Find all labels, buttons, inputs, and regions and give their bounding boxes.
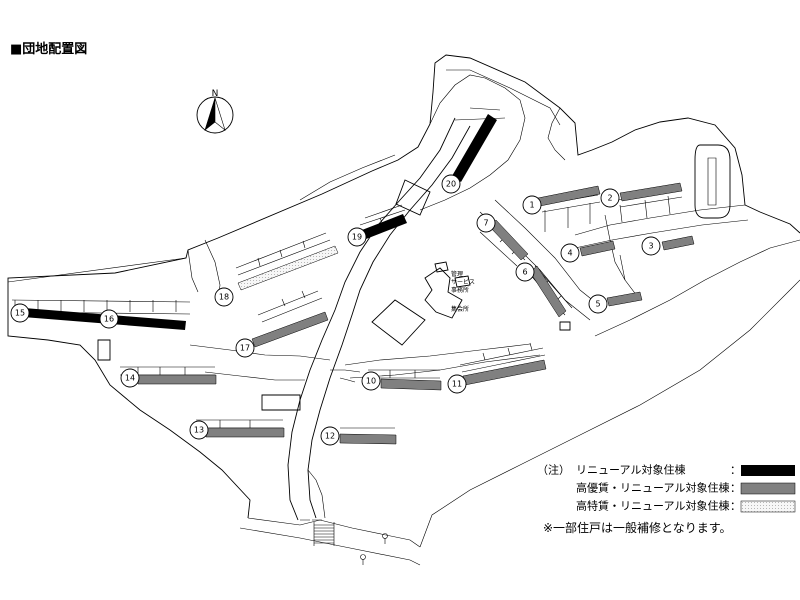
building-label-4: 4 [560, 243, 580, 263]
building-label-19: 19 [347, 227, 367, 247]
legend-heading: （注） [537, 463, 570, 477]
building-bar-10 [380, 378, 442, 391]
svg-text:15: 15 [15, 309, 25, 318]
svg-text:18: 18 [219, 293, 229, 302]
building-bars [23, 114, 695, 445]
site-boundary [7, 54, 800, 566]
svg-text:20: 20 [446, 180, 456, 189]
legend-label-special: 高特賃・リニューアル対象住棟 [576, 499, 729, 513]
building-label-15: 15 [10, 303, 30, 323]
svg-text:3: 3 [648, 242, 653, 251]
legend: （注） リニューアル対象住棟 ： 高優賃・リニューアル対象住棟 ： 高特賃・リニ… [537, 463, 796, 535]
building-bar-1 [537, 185, 601, 207]
building-bar-3 [661, 235, 695, 251]
svg-text:7: 7 [483, 219, 488, 228]
building-label-2: 2 [600, 188, 620, 208]
roads [189, 117, 749, 521]
legend-note: ※一部住戸は一般補修となります。 [543, 520, 732, 535]
building-label-11: 11 [447, 374, 467, 394]
central-structures [97, 179, 571, 411]
building-bar-5 [606, 291, 643, 307]
trees [360, 533, 388, 565]
building-label-10: 10 [361, 371, 381, 391]
svg-text:5: 5 [595, 300, 600, 309]
building-label-3: 3 [641, 236, 661, 256]
svg-text:17: 17 [240, 344, 250, 353]
svg-text:1: 1 [529, 201, 534, 210]
svg-text:4: 4 [567, 249, 572, 258]
management-office-label-2: サービス [451, 278, 475, 286]
legend-swatch-high-quality [740, 482, 796, 495]
building-label-16: 16 [99, 309, 119, 329]
svg-text:10: 10 [366, 377, 376, 386]
building-label-13: 13 [189, 420, 209, 440]
building-label-1: 1 [522, 195, 542, 215]
building-label-7: 7 [476, 213, 496, 233]
building-bar-2 [619, 182, 683, 202]
building-label-17: 17 [235, 338, 255, 358]
building-labels: 1 2 3 4 5 6 7 10 11 12 13 14 15 16 17 18… [10, 174, 661, 446]
building-bar-20 [452, 114, 497, 182]
building-bar-18 [237, 245, 339, 291]
legend-colon-high-quality: ： [730, 482, 741, 495]
building-bar-6 [529, 265, 567, 318]
legend-colon-special: ： [730, 500, 741, 513]
building-bar-19 [362, 214, 407, 239]
legend-swatch-special [740, 500, 796, 513]
management-office-label-1: 管理 [451, 270, 463, 278]
svg-text:6: 6 [522, 268, 527, 277]
facility-labels: 管理 サービス 事務所 集会所 [451, 270, 475, 313]
legend-colon-renewal: ： [730, 464, 741, 477]
svg-text:16: 16 [104, 315, 114, 324]
svg-text:11: 11 [452, 380, 462, 389]
compass-north-arrow: N [196, 89, 234, 134]
svg-text:19: 19 [352, 233, 362, 242]
legend-label-renewal: リニューアル対象住棟 [576, 463, 685, 477]
building-bar-12 [339, 433, 397, 445]
building-label-20: 20 [441, 174, 461, 194]
stairs [313, 522, 335, 546]
svg-text:12: 12 [325, 432, 335, 441]
meeting-hall-label: 集会所 [451, 305, 469, 313]
legend-label-high-quality: 高優賃・リニューアル対象住棟 [576, 481, 729, 495]
building-bar-17 [251, 311, 329, 348]
building-label-5: 5 [588, 294, 608, 314]
legend-swatch-renewal [741, 465, 795, 476]
compass-label: N [212, 89, 219, 99]
building-label-12: 12 [320, 426, 340, 446]
management-office-label-3: 事務所 [451, 286, 469, 294]
building-bar-4 [579, 240, 616, 257]
building-label-14: 14 [120, 368, 140, 388]
svg-text:13: 13 [194, 426, 204, 435]
svg-text:2: 2 [607, 194, 612, 203]
parking-loop [694, 144, 731, 219]
building-bar-13 [205, 427, 285, 438]
svg-text:14: 14 [125, 374, 135, 383]
building-label-6: 6 [515, 262, 535, 282]
map-title: ■団地配置図 [10, 42, 88, 57]
building-label-18: 18 [214, 287, 234, 307]
building-bar-14 [137, 374, 217, 385]
